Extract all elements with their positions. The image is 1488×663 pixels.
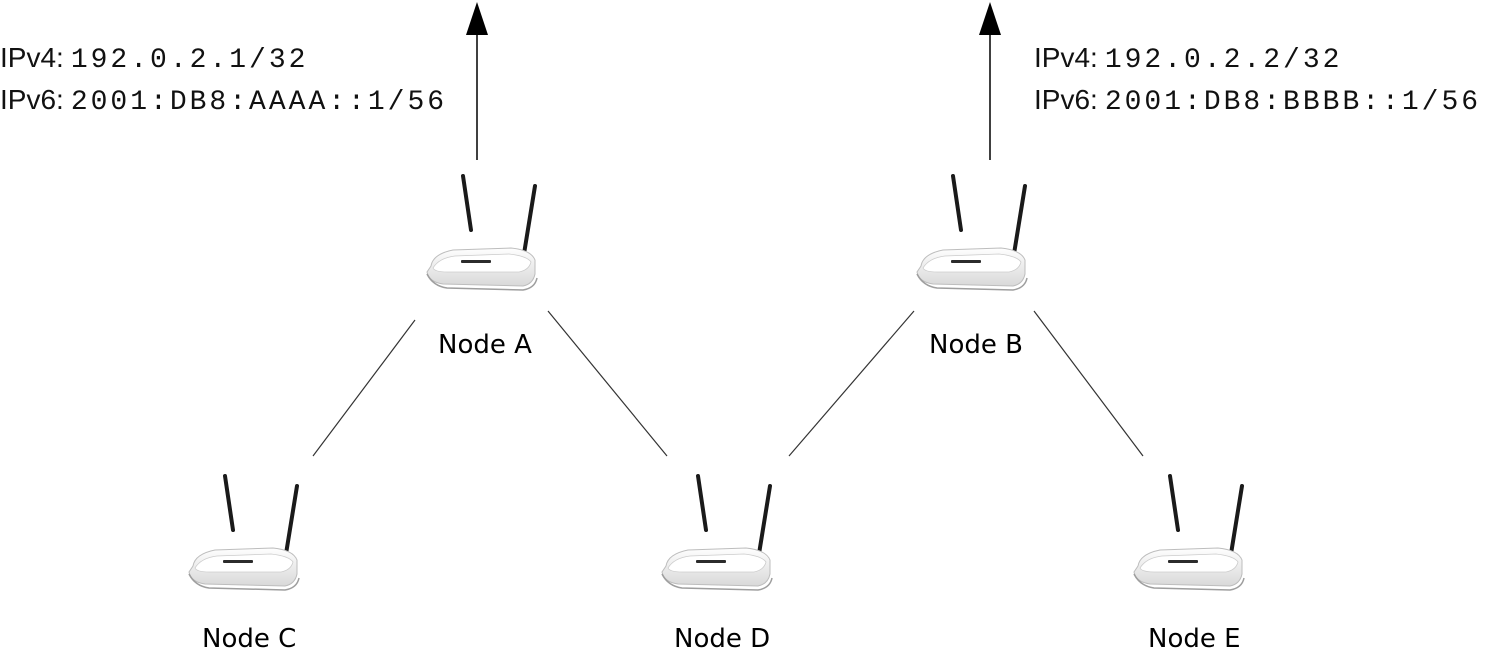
link-a-d — [547, 310, 668, 457]
link-a-c — [312, 319, 416, 457]
node-c-label: Node C — [202, 624, 297, 654]
link-b-e — [1033, 310, 1144, 457]
node-a-label: Node A — [438, 330, 532, 360]
node-a-ipv4-line: IPv4: 192.0.2.1/32 — [0, 38, 447, 80]
node-a-address-block: IPv4: 192.0.2.1/32 IPv6: 2001:DB8:AAAA::… — [0, 38, 447, 122]
ipv4-label: IPv4: — [0, 42, 64, 73]
wireless-router-icon — [187, 474, 301, 592]
node-d-label: Node D — [674, 624, 771, 654]
ipv6-prefix: 2001:DB8:BBBB::1/56 — [1104, 87, 1482, 118]
ipv6-prefix: 2001:DB8:AAAA::1/56 — [70, 87, 448, 118]
node-a-ipv6-line: IPv6: 2001:DB8:AAAA::1/56 — [0, 80, 447, 122]
ipv4-address: 192.0.2.1/32 — [70, 45, 309, 76]
node-e-label: Node E — [1148, 624, 1241, 654]
wireless-router-icon — [425, 174, 539, 292]
ipv6-label: IPv6: — [0, 84, 64, 115]
ipv4-label: IPv4: — [1034, 42, 1098, 73]
ipv4-address: 192.0.2.2/32 — [1104, 45, 1343, 76]
node-b-label: Node B — [929, 330, 1023, 360]
link-b-d — [788, 310, 915, 457]
uplink-arrow-icon — [979, 2, 1001, 160]
ipv6-label: IPv6: — [1034, 84, 1098, 115]
node-b-ipv6-line: IPv6: 2001:DB8:BBBB::1/56 — [1034, 80, 1481, 122]
wireless-router-icon — [660, 474, 774, 592]
node-b-ipv4-line: IPv4: 192.0.2.2/32 — [1034, 38, 1481, 80]
wireless-router-icon — [1132, 474, 1246, 592]
wireless-router-icon — [915, 174, 1029, 292]
uplink-arrow-icon — [466, 2, 488, 160]
node-b-address-block: IPv4: 192.0.2.2/32 IPv6: 2001:DB8:BBBB::… — [1034, 38, 1481, 122]
